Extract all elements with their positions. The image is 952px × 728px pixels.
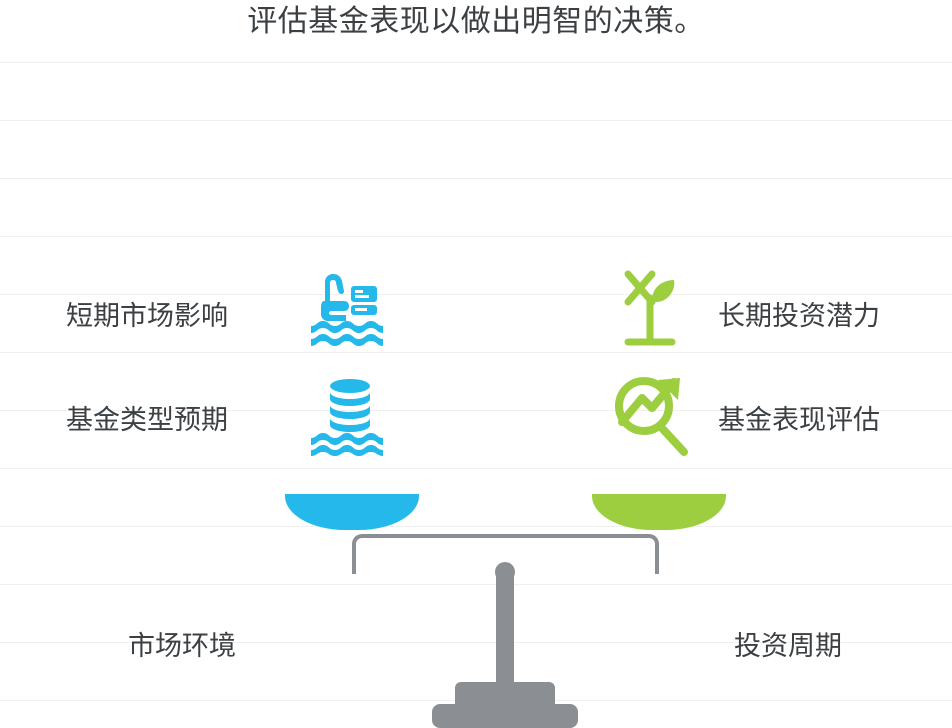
coin-stack-wave-icon [307, 374, 393, 460]
balance-stand-base-top [455, 682, 555, 704]
left-balance-pan [285, 494, 419, 530]
right-item-1-label: 长期投资潜力 [718, 301, 880, 331]
slide-title: 评估基金表现以做出明智的决策。 [247, 5, 705, 38]
right-base-label: 投资周期 [734, 631, 842, 661]
left-base-label: 市场环境 [128, 631, 236, 661]
balance-stand-column [496, 572, 514, 684]
right-item-2-label: 基金表现评估 [718, 405, 880, 435]
magnifier-trend-arrow-icon [608, 374, 694, 460]
wave-hand-coin-icon [307, 268, 393, 354]
sprout-growth-icon [608, 266, 694, 352]
left-item-2-label: 基金类型预期 [66, 405, 228, 435]
left-item-1-label: 短期市场影响 [66, 301, 228, 331]
right-balance-pan [592, 494, 726, 530]
balance-beam-left-arm [352, 534, 507, 574]
balance-beam-right-arm [504, 534, 659, 574]
balance-stand-base-bottom [432, 704, 578, 728]
